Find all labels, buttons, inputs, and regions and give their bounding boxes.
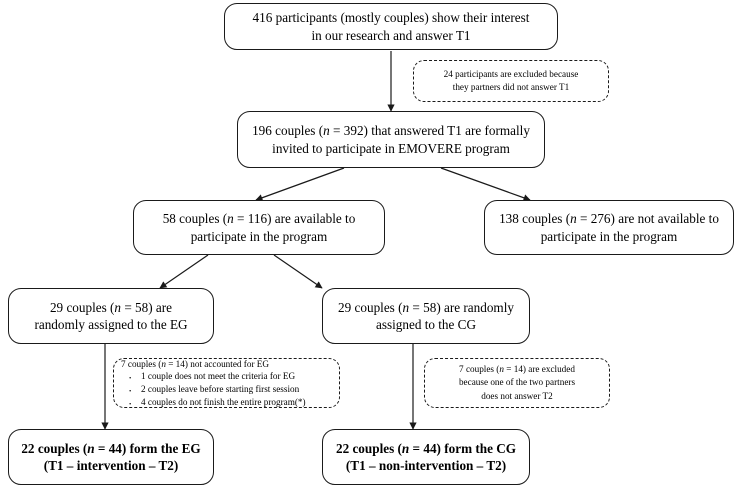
node-29-couples-eg: 29 couples (n = 58) are randomly assigne… (8, 288, 214, 344)
eg-attrition-bullet-1: 1 couple does not meet the criteria for … (119, 369, 334, 387)
node-final-cg: 22 couples (n = 44) form the CG (T1 – no… (322, 429, 530, 485)
node-29eg-n-symbol: n (114, 299, 122, 315)
node-excluded24-line2: they partners did not answer T1 (452, 82, 570, 92)
cg-attrition-line1-b: = 14) are excluded (503, 363, 575, 374)
node-58-couples-available: 58 couples (n = 116) are available to pa… (133, 200, 385, 255)
node-29cg-n-symbol: n (402, 299, 410, 315)
node-196-n-symbol: n (323, 123, 330, 139)
node-138-couples-not-available: 138 couples (n = 276) are not available … (484, 200, 734, 255)
node-excluded24-line1: 24 participants are excluded because (443, 68, 579, 79)
node-58-line1-b: = 116) are available to (233, 211, 356, 227)
node-29eg-line1-b: = 58) are (121, 299, 173, 315)
node-138-line2: participate in the program (540, 228, 678, 244)
node-initial-line2: in our research and answer T1 (311, 27, 471, 43)
node-eg-attrition-note: 7 couples (n = 14) not accounted for EG … (113, 358, 340, 413)
final-cg-line2: (T1 – non-intervention – T2) (345, 458, 507, 473)
edge-n4-to-n6 (159, 254, 209, 289)
node-cg-attrition-note: 7 couples (n = 14) are excluded because … (424, 358, 610, 408)
node-196-line1-b: = 392) that answered T1 are formally (329, 123, 530, 139)
node-29cg-line1-b: = 58) are randomly (409, 299, 514, 315)
node-29cg-line1-a: 29 couples ( (338, 299, 403, 315)
cg-attrition-line2: because one of the two partners (458, 377, 576, 388)
node-29eg-line2: randomly assigned to the EG (34, 317, 188, 332)
node-138-line1-a: 138 couples ( (499, 211, 571, 227)
eg-attrition-bullet-2: 2 couples leave before starting first se… (119, 382, 334, 400)
final-eg-line1-a: 22 couples ( (21, 440, 88, 456)
node-58-line2: participate in the program (190, 228, 328, 244)
eg-attrition-head-a: 7 couples ( (121, 358, 162, 369)
eg-attrition-bullet-3: 4 couples do not finish the entire progr… (119, 395, 334, 413)
cg-attrition-line3: does not answer T2 (481, 390, 553, 401)
final-eg-line1-b: = 44) form the EG (94, 440, 201, 456)
final-cg-n-symbol: n (401, 440, 410, 456)
node-58-line1-a: 58 couples ( (162, 211, 228, 227)
node-196-couples-invited: 196 couples (n = 392) that answered T1 a… (237, 111, 545, 168)
node-excluded-24-participants: 24 participants are excluded because the… (413, 60, 609, 102)
node-initial-line1: 416 participants (mostly couples) show t… (252, 10, 530, 26)
node-196-line1-a: 196 couples ( (252, 123, 324, 139)
eg-attrition-bullet-list: 1 couple does not meet the criteria for … (119, 369, 334, 413)
final-eg-line2: (T1 – intervention – T2) (43, 458, 179, 473)
final-cg-line1-a: 22 couples ( (335, 440, 402, 456)
node-138-line1-b: = 276) are not available to (576, 211, 719, 227)
node-196-line2: invited to participate in EMOVERE progra… (272, 140, 510, 156)
cg-attrition-line1-a: 7 couples ( (459, 363, 500, 374)
node-29eg-line1-a: 29 couples ( (49, 299, 115, 315)
cg-attrition-n-symbol: n (499, 363, 504, 374)
node-29-couples-cg: 29 couples (n = 58) are randomly assigne… (322, 288, 530, 344)
final-eg-n-symbol: n (87, 440, 95, 456)
node-initial-participants: 416 participants (mostly couples) show t… (224, 3, 558, 50)
node-final-eg: 22 couples (n = 44) form the EG (T1 – in… (8, 429, 214, 485)
edge-n3-to-n5 (440, 167, 531, 202)
edge-n4-to-n7 (273, 254, 323, 289)
edge-n3-to-n4 (255, 167, 345, 202)
node-29cg-line2: assigned to the CG (376, 317, 476, 332)
node-58-n-symbol: n (227, 211, 234, 227)
node-138-n-symbol: n (570, 211, 577, 227)
final-cg-line1-b: = 44) form the CG (409, 440, 517, 456)
eg-attrition-head-b: = 14) not accounted for EG (165, 358, 270, 369)
eg-attrition-n-symbol: n (161, 358, 166, 369)
